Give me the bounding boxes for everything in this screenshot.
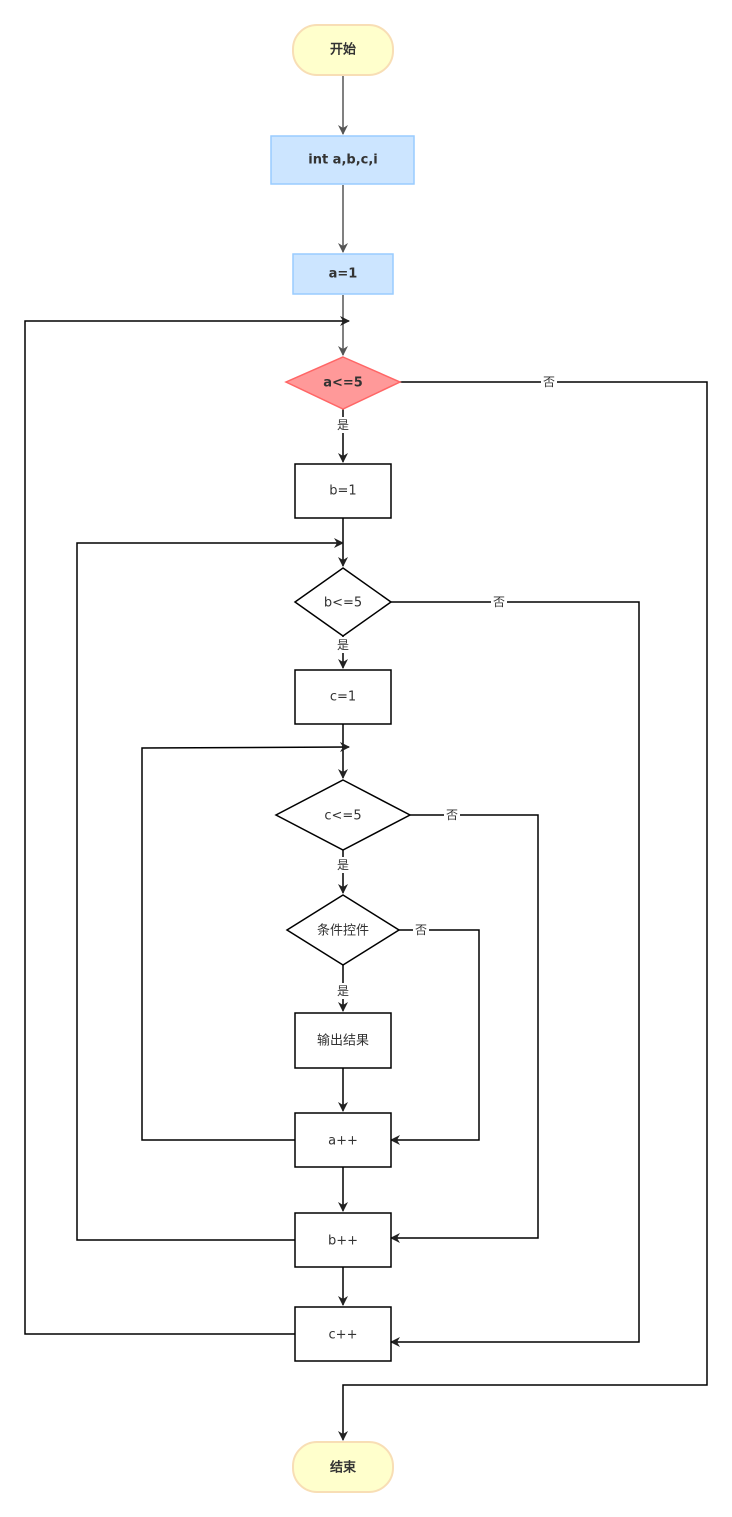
node-a-inc: a++: [294, 1112, 392, 1168]
node-start-label: 开始: [330, 42, 356, 58]
edge-label-no-check: 否: [413, 922, 429, 938]
node-b-init-label: b=1: [329, 484, 356, 499]
node-b-inc: b++: [294, 1212, 392, 1268]
node-a-cond: a<=5: [284, 356, 402, 410]
node-check: 条件控件: [285, 894, 401, 966]
edge-label-yes-b: 是: [335, 637, 351, 653]
node-output-label: 输出结果: [317, 1033, 369, 1049]
node-c-cond-label: c<=5: [324, 809, 361, 824]
edge-label-no-c: 否: [444, 807, 460, 823]
edge-b-cond-no: [390, 601, 640, 1347]
svg-text:是: 是: [337, 984, 349, 998]
svg-text:否: 否: [415, 923, 427, 937]
node-a-init-label: a=1: [329, 267, 358, 282]
edge-label-no-a: 否: [541, 374, 557, 390]
svg-text:是: 是: [337, 638, 349, 652]
svg-text:是: 是: [337, 418, 349, 432]
svg-text:否: 否: [446, 808, 458, 822]
svg-text:是: 是: [337, 858, 349, 872]
edge-label-yes-check: 是: [335, 983, 351, 999]
node-a-init: a=1: [292, 253, 394, 295]
node-decl-label: int a,b,c,i: [308, 153, 378, 168]
edge-check-no: [390, 929, 480, 1145]
node-b-cond: b<=5: [293, 567, 393, 637]
node-a-cond-label: a<=5: [323, 376, 363, 391]
edge-label-no-b: 否: [491, 594, 507, 610]
edge-label-yes-a: 是: [335, 417, 351, 433]
edge-label-yes-c: 是: [335, 857, 351, 873]
node-decl: int a,b,c,i: [270, 135, 415, 185]
node-end: 结束: [292, 1441, 394, 1493]
node-b-cond-label: b<=5: [324, 596, 362, 611]
node-c-init: c=1: [294, 669, 392, 725]
node-c-cond: c<=5: [274, 779, 412, 851]
node-b-inc-label: b++: [328, 1234, 358, 1249]
edge-c-inc-loop-back: [24, 316, 350, 1335]
node-end-label: 结束: [330, 1460, 357, 1476]
edge-c-cond-no: [390, 814, 539, 1243]
node-c-inc-label: c++: [329, 1328, 358, 1343]
edge-a-cond-no: [338, 381, 708, 1441]
node-start: 开始: [292, 24, 394, 76]
node-c-inc: c++: [294, 1306, 392, 1362]
node-c-init-label: c=1: [330, 690, 356, 705]
node-check-label: 条件控件: [317, 923, 369, 939]
node-a-inc-label: a++: [328, 1134, 358, 1149]
edge-a-inc-loop-back: [141, 742, 350, 1141]
node-output: 输出结果: [294, 1012, 392, 1069]
svg-text:否: 否: [543, 375, 555, 389]
node-b-init: b=1: [294, 463, 392, 519]
edge-b-inc-loop-back: [76, 538, 344, 1241]
svg-text:否: 否: [493, 595, 505, 609]
